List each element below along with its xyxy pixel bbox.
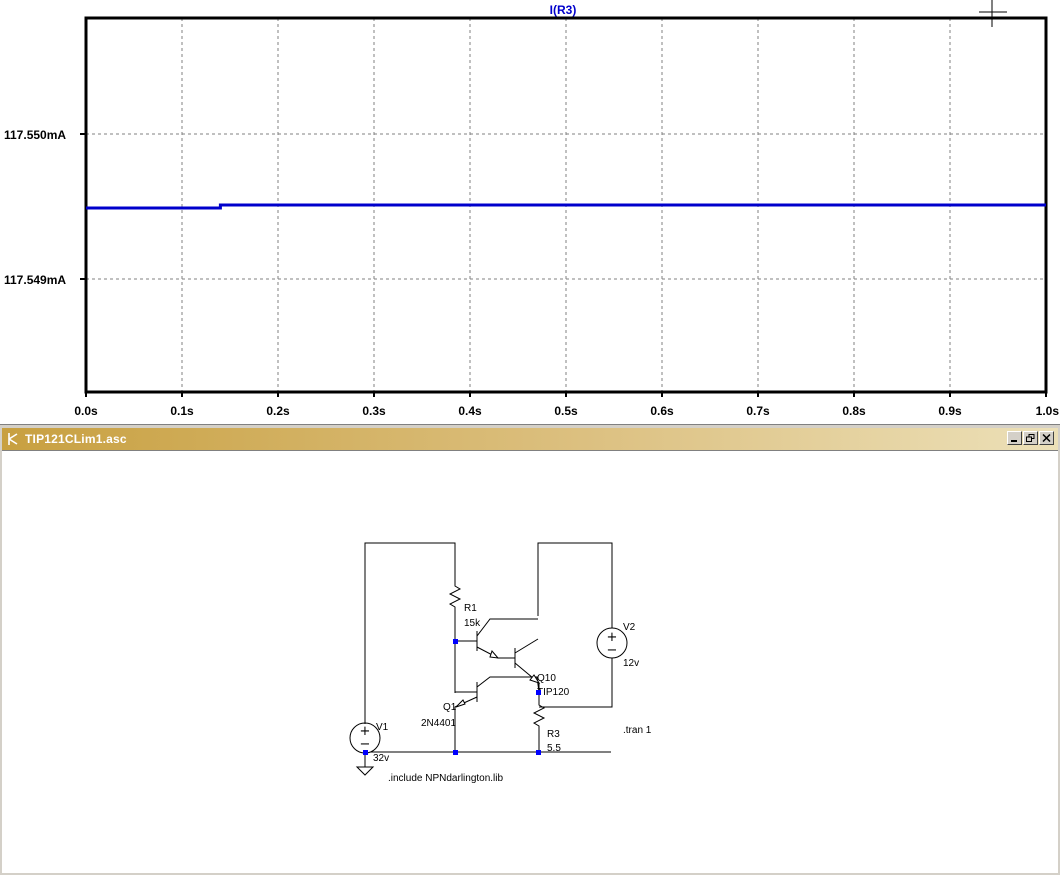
restore-button[interactable] [1023, 431, 1038, 445]
ground-symbol-icon [355, 752, 375, 776]
minimize-button[interactable] [1007, 431, 1022, 445]
window-titlebar[interactable]: TIP121CLim1.asc [2, 428, 1058, 450]
x-tick-label: 0.2s [266, 404, 290, 418]
x-axis-ticks: 0.0s 0.1s 0.2s 0.3s 0.4s 0.5s 0.6s 0.7s 0.8s 0.9s… [74, 392, 1059, 418]
x-tick-label: 0.4s [458, 404, 482, 418]
transistor-q1[interactable]: Q1 2N4401 [421, 702, 457, 729]
q10-label: Q10 [537, 673, 556, 684]
schematic-window[interactable]: TIP121CLim1.asc [0, 428, 1060, 875]
x-tick-label: 0.1s [170, 404, 194, 418]
close-icon [1042, 434, 1051, 442]
q1-label: Q1 [443, 702, 457, 713]
tran-directive[interactable]: .tran 1 [623, 725, 652, 736]
transistor-q10[interactable]: Q10 TIP120 [537, 673, 570, 698]
wire-junctions [363, 639, 541, 755]
x-tick-label: 0.5s [554, 404, 578, 418]
resistor-r3[interactable]: R3 5.5 [532, 698, 561, 754]
y-tick-label: 117.550mA [4, 128, 66, 142]
voltage-source-v1[interactable]: + − V1 32v [349, 720, 389, 764]
crosshair-cursor-icon [979, 0, 1007, 27]
r1-value: 15k [464, 618, 481, 629]
minimize-icon [1011, 440, 1017, 442]
schematic-drawing[interactable]: R1 15k R3 5.5 Q1 2N4401 Q10 TIP120 + [2, 451, 1058, 874]
x-tick-label: 1.0s [1036, 404, 1060, 418]
q1-model: 2N4401 [421, 718, 456, 729]
pane-divider[interactable] [0, 424, 1060, 428]
v2-plus-icon: + [607, 630, 618, 645]
v1-value: 32v [373, 753, 389, 764]
v1-plus-icon: + [360, 724, 371, 739]
r3-value: 5.5 [547, 743, 561, 754]
x-tick-label: 0.7s [746, 404, 770, 418]
schematic-app-icon [8, 433, 18, 445]
r1-label: R1 [464, 603, 477, 614]
include-directive[interactable]: .include NPNdarlington.lib [388, 773, 504, 784]
r3-label: R3 [547, 729, 560, 740]
x-tick-label: 0.8s [842, 404, 866, 418]
window-title: TIP121CLim1.asc [25, 432, 127, 446]
v2-label: V2 [623, 622, 636, 633]
x-tick-label: 0.6s [650, 404, 674, 418]
trace-i-r3[interactable] [86, 203, 1046, 210]
transistor-arrows [455, 650, 541, 708]
trace-title[interactable]: I(R3) [550, 3, 577, 17]
v1-minus-icon: − [360, 737, 371, 752]
x-tick-label: 0.9s [938, 404, 962, 418]
y-axis-ticks: 117.550mA 117.549mA [4, 128, 86, 287]
y-tick-label: 117.549mA [4, 273, 66, 287]
schematic-canvas[interactable]: R1 15k R3 5.5 Q1 2N4401 Q10 TIP120 + [2, 450, 1058, 873]
close-button[interactable] [1039, 431, 1054, 445]
x-tick-label: 0.0s [74, 404, 98, 418]
restore-icon [1026, 434, 1035, 442]
schematic-wires [364, 542, 613, 753]
x-tick-label: 0.3s [362, 404, 386, 418]
v2-value: 12v [623, 658, 639, 669]
voltage-source-v2[interactable]: + − V2 12v [596, 622, 639, 669]
v2-minus-icon: − [607, 643, 618, 658]
resistor-r1[interactable]: R1 15k [448, 579, 481, 629]
v1-label: V1 [376, 722, 389, 733]
q10-model: TIP120 [537, 687, 570, 698]
